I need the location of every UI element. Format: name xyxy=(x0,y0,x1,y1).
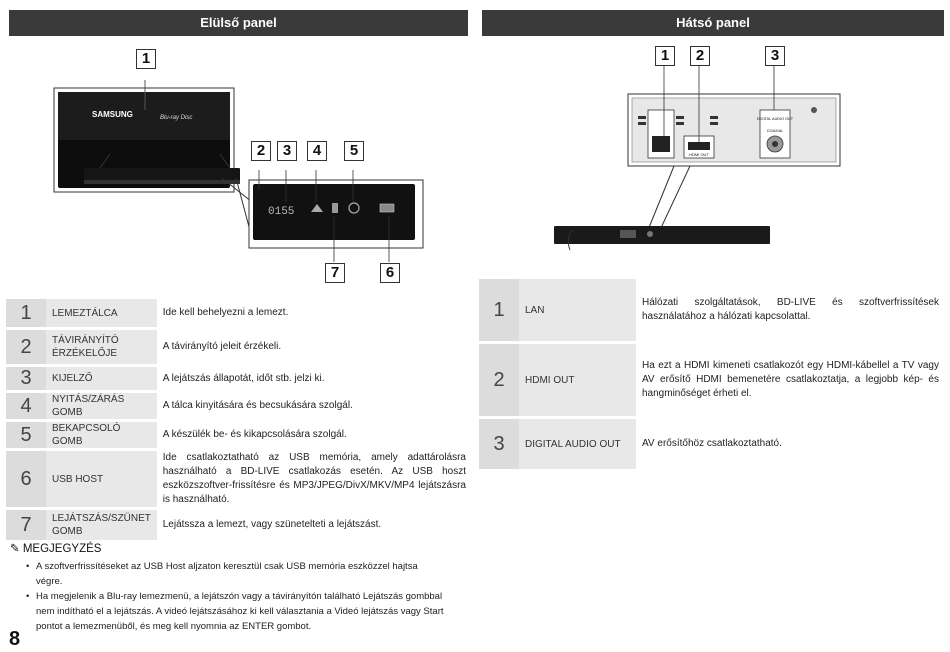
table-row: 4 NYITÁS/ZÁRÁS GOMB A tálca kinyitására … xyxy=(6,393,472,419)
row-name: HDMI OUT xyxy=(519,344,636,416)
brand-logo: SAMSUNG xyxy=(92,110,133,119)
row-description: AV erősítőhöz csatlakoztatható. xyxy=(642,438,782,449)
bluray-logo: Blu-ray Disc xyxy=(160,115,192,121)
play-pause-icon xyxy=(332,203,338,213)
vent xyxy=(676,116,684,119)
rear-mini-ports xyxy=(620,230,636,238)
rear-panel-table: 1 LAN Hálózati szolgáltatások, BD-LIVE é… xyxy=(479,276,945,472)
row-number: 3 xyxy=(479,419,519,469)
row-number: 1 xyxy=(6,299,46,327)
pencil-icon: ✎ xyxy=(10,543,20,555)
row-description: A tálca kinyitására és becsukására szolg… xyxy=(162,400,353,411)
note-item: A szoftverfrissítéseket az USB Host aljz… xyxy=(26,559,446,589)
vent xyxy=(638,122,646,125)
callout-1: 1 xyxy=(136,49,156,69)
table-row: 2 HDMI OUT Ha ezt a HDMI kimeneti csatla… xyxy=(479,344,945,416)
vent xyxy=(710,116,718,119)
row-description: Hálózati szolgáltatások, BD-LIVE és szof… xyxy=(642,297,939,322)
player-rear xyxy=(554,226,770,244)
callout-6: 6 xyxy=(380,263,400,283)
callout-7: 7 xyxy=(325,263,345,283)
row-name: KIJELZŐ xyxy=(46,367,157,390)
lan-label: LAN xyxy=(657,153,666,158)
row-number: 3 xyxy=(6,367,46,390)
row-description: Ide kell behelyezni a lemezt. xyxy=(162,307,289,318)
coaxial-jack-center xyxy=(772,141,778,147)
usb-port-icon xyxy=(379,203,395,213)
row-description: Lejátssza a lemezt, vagy szünetelteti a … xyxy=(162,519,382,530)
row-description: A távirányító jeleit érzékeli. xyxy=(162,341,282,352)
row-description: A készülék be- és kikapcsolására szolgál… xyxy=(162,429,347,440)
table-row: 2 TÁVIRÁNYÍTÓ ÉRZÉKELŐJE A távirányító j… xyxy=(6,330,472,364)
row-name: NYITÁS/ZÁRÁS GOMB xyxy=(46,393,157,419)
table-row: 5 BEKAPCSOLÓ GOMB A készülék be- és kika… xyxy=(6,422,472,448)
zoom-line-a xyxy=(99,153,111,169)
eject-icon xyxy=(311,204,323,212)
table-row: 1 LEMEZTÁLCA Ide kell behelyezni a lemez… xyxy=(6,299,472,327)
row-description: Ha ezt a HDMI kimeneti csatlakozót egy H… xyxy=(642,360,939,399)
table-row: 6 USB HOST Ide csatlakoztatható az USB m… xyxy=(6,451,472,507)
vent xyxy=(710,122,718,125)
callout-5: 5 xyxy=(344,141,364,161)
hdmi-port xyxy=(688,142,710,150)
callout-4: 4 xyxy=(307,141,327,161)
hdmi-label: HDMI OUT xyxy=(689,152,709,157)
disc-tray xyxy=(58,92,230,140)
table-row: 3 KIJELZŐ A lejátszás állapotát, időt st… xyxy=(6,367,472,390)
page-number: 8 xyxy=(9,628,21,650)
table-row: 1 LAN Hálózati szolgáltatások, BD-LIVE é… xyxy=(479,279,945,341)
note-list: A szoftverfrissítéseket az USB Host aljz… xyxy=(26,559,446,634)
display-readout: 0155 xyxy=(268,206,294,218)
vent xyxy=(638,116,646,119)
rear-callout-1: 1 xyxy=(655,46,675,66)
player-front-base xyxy=(84,180,240,184)
rear-mini-jack xyxy=(647,231,653,237)
row-number: 7 xyxy=(6,510,46,540)
screw-icon xyxy=(811,107,817,113)
power-icon xyxy=(348,202,360,214)
row-number: 1 xyxy=(479,279,519,341)
row-number: 5 xyxy=(6,422,46,448)
row-description: A lejátszás állapotát, időt stb. jelzi k… xyxy=(162,372,325,384)
zoom-line-c xyxy=(221,177,253,203)
row-name: LEMEZTÁLCA xyxy=(46,299,157,327)
row-name: USB HOST xyxy=(46,451,157,507)
lan-port xyxy=(652,136,670,152)
row-name: TÁVIRÁNYÍTÓ ÉRZÉKELŐJE xyxy=(46,330,157,364)
row-number: 2 xyxy=(479,344,519,416)
note-section: ✎ MEGJEGYZÉS xyxy=(10,541,101,555)
table-row: 7 LEJÁTSZÁS/SZÜNET GOMB Lejátssza a leme… xyxy=(6,510,472,540)
zoom-line-b xyxy=(219,153,231,169)
row-number: 6 xyxy=(6,451,46,507)
callout-3: 3 xyxy=(277,141,297,161)
front-panel-illustration: SAMSUNG Blu-ray Disc 0155 xyxy=(53,80,424,262)
row-number: 4 xyxy=(6,393,46,419)
front-panel-table: 1 LEMEZTÁLCA Ide kell behelyezni a lemez… xyxy=(6,296,472,543)
rear-zoom-line-a xyxy=(647,165,675,231)
row-name: DIGITAL AUDIO OUT xyxy=(519,419,636,469)
row-name: BEKAPCSOLÓ GOMB xyxy=(46,422,157,448)
rear-callout-2: 2 xyxy=(690,46,710,66)
rear-panel-illustration: LAN HDMI OUT DIGITAL AUDIO OUT COAXIAL xyxy=(554,64,841,251)
front-panel-header: Elülső panel xyxy=(9,10,468,36)
row-name: LEJÁTSZÁS/SZÜNET GOMB xyxy=(46,510,157,540)
row-description: Ide csatlakoztatható az USB memória, ame… xyxy=(162,452,466,505)
row-name: LAN xyxy=(519,279,636,341)
rear-zoom-line-b xyxy=(659,165,691,231)
rear-panel-header: Hátsó panel xyxy=(482,10,944,36)
note-title: MEGJEGYZÉS xyxy=(22,543,102,555)
digital-audio-label: DIGITAL AUDIO OUT xyxy=(757,117,794,121)
power-cable xyxy=(567,229,573,251)
vent xyxy=(676,122,684,125)
coaxial-label: COAXIAL xyxy=(767,129,783,133)
callout-2: 2 xyxy=(251,141,271,161)
row-number: 2 xyxy=(6,330,46,364)
note-item: Ha megjelenik a Blu-ray lemezmenü, a lej… xyxy=(26,589,446,634)
table-row: 3 DIGITAL AUDIO OUT AV erősítőhöz csatla… xyxy=(479,419,945,469)
rear-callout-3: 3 xyxy=(765,46,785,66)
